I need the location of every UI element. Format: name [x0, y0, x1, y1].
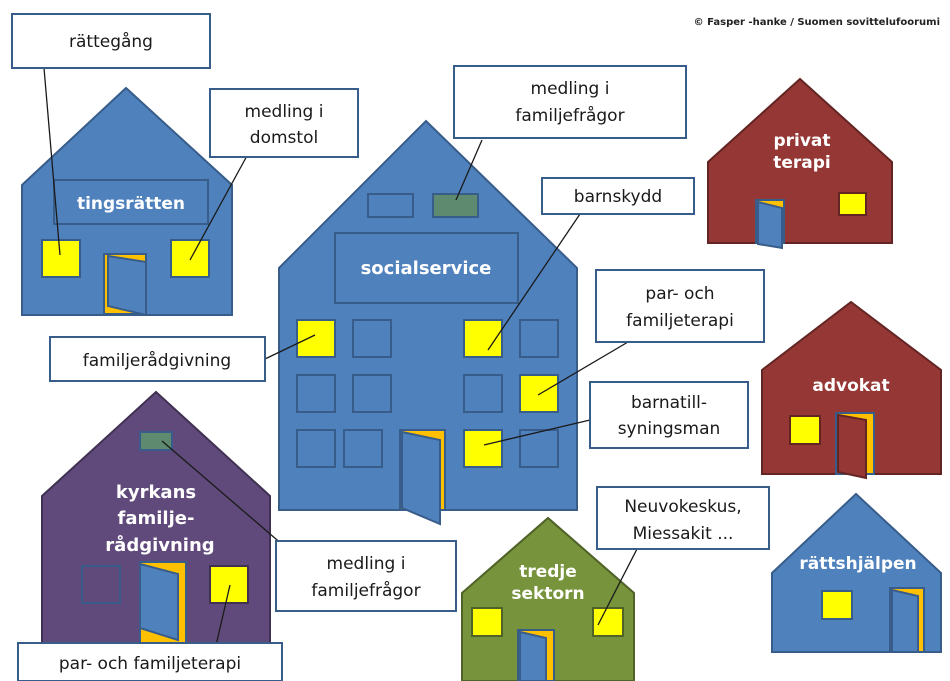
window-yellow	[296, 319, 336, 358]
callout-text: par- och	[645, 284, 714, 304]
house-rattshjalpen: rättshjälpen	[771, 492, 942, 653]
callout-box	[11, 13, 211, 69]
callout-box	[275, 540, 457, 612]
callout-text: domstol	[250, 128, 318, 148]
house-tingsratten-label: tingsrätten	[77, 194, 185, 214]
window-yellow	[821, 590, 853, 620]
callout-box	[17, 642, 283, 681]
window-blue	[463, 374, 503, 413]
house-tredje-sektorn-body	[461, 516, 635, 681]
callout-box	[541, 177, 695, 215]
window-green	[432, 193, 479, 218]
callout-barnskydd: barnskydd	[541, 177, 695, 215]
house-kyrkans-label-1: kyrkans	[116, 482, 196, 503]
door-open	[107, 254, 147, 317]
house-privat-terapi-label-1: privat	[773, 131, 830, 151]
window-blue	[519, 429, 559, 468]
callout-rattegang: rättegång	[11, 13, 211, 69]
callout-medling-familjefragor-top: medling i familjefrågor	[453, 65, 687, 139]
window-yellow	[170, 239, 210, 278]
door-open	[837, 413, 867, 480]
window-yellow	[463, 429, 503, 468]
connector-lines	[43, 67, 638, 655]
house-socialservice: socialservice	[278, 119, 578, 526]
callout-text: familjefrågor	[515, 105, 624, 126]
callout-text: barnatill-	[631, 393, 707, 413]
window-blue	[352, 374, 392, 413]
house-kyrkans-label-3: rådgivning	[105, 534, 214, 556]
house-advokat: advokat	[761, 300, 942, 480]
door-open	[519, 630, 547, 681]
window-blue	[296, 429, 336, 468]
callout-text: rättegång	[69, 31, 153, 52]
door-open	[139, 562, 179, 642]
connector-line	[483, 419, 591, 446]
callout-par-familjeterapi-bottom: par- och familjeterapi	[17, 642, 283, 681]
callout-neuvokeskus: Neuvokeskus, Miessakit ...	[596, 486, 770, 550]
connector-line	[161, 440, 299, 559]
window-yellow	[838, 192, 867, 216]
callout-text: medling i	[245, 102, 324, 122]
window-green	[139, 431, 173, 451]
house-advokat-label: advokat	[812, 376, 889, 396]
callout-box	[453, 65, 687, 139]
callout-text: par- och familjeterapi	[59, 654, 241, 674]
window-blue	[343, 429, 383, 468]
callout-par-familjeterapi-right: par- och familjeterapi	[595, 269, 765, 343]
callout-box	[595, 269, 765, 343]
callout-text: familjefrågor	[311, 580, 420, 601]
house-tingsratten: tingsrätten	[21, 86, 233, 317]
window-blue	[367, 193, 414, 218]
window-yellow	[209, 565, 249, 604]
house-socialservice-label: socialservice	[361, 258, 492, 279]
callout-text: barnskydd	[574, 187, 662, 207]
window-yellow	[41, 239, 81, 278]
house-socialservice-sign	[334, 232, 519, 304]
callout-barnatillsyningsman: barnatill- syningsman	[589, 381, 749, 449]
house-rattshjalpen-label: rättshjälpen	[799, 554, 916, 574]
house-tingsratten-sign	[53, 179, 209, 225]
callout-medling-familjefragor-bottom: medling i familjefrågor	[275, 540, 457, 612]
house-tredje-sektorn: tredje sektorn	[461, 516, 635, 681]
connector-line	[455, 139, 483, 201]
window-yellow	[789, 415, 821, 445]
callout-box	[49, 336, 266, 382]
house-privat-terapi-label-2: terapi	[773, 153, 831, 173]
callout-text: Neuvokeskus,	[624, 497, 741, 517]
connector-line	[597, 548, 638, 626]
window-blue	[296, 374, 336, 413]
door-open	[757, 200, 783, 250]
house-kyrkans-familjeradgivning: kyrkans familje- rådgivning	[41, 390, 271, 656]
callout-familjeradgivning: familjerådgivning	[49, 336, 266, 382]
house-tredje-sektorn-label-1: tredje	[519, 562, 577, 582]
door-open	[891, 588, 919, 653]
window-yellow	[471, 607, 503, 637]
callout-text: familjerådgivning	[83, 350, 231, 371]
connector-line	[537, 341, 629, 396]
callout-medling-domstol: medling i domstol	[209, 88, 359, 158]
callout-text: medling i	[327, 554, 406, 574]
connector-line	[189, 142, 255, 261]
callout-box	[209, 88, 359, 158]
window-yellow	[519, 374, 559, 413]
copyright-text: © Fasper -hanke / Suomen sovittelufoorum…	[694, 17, 940, 28]
window-blue	[519, 319, 559, 358]
connector-line	[487, 213, 581, 351]
callout-text: familjeterapi	[626, 311, 734, 331]
door-open	[401, 430, 441, 526]
callout-text: syningsman	[618, 419, 721, 439]
window-blue	[352, 319, 392, 358]
callout-text: medling i	[531, 79, 610, 99]
connector-line	[264, 334, 316, 360]
window-yellow	[592, 607, 624, 637]
callout-text: Miessakit ...	[633, 524, 734, 544]
connector-line	[43, 67, 61, 256]
callout-box	[596, 486, 770, 550]
callout-box	[589, 381, 749, 449]
house-privat-terapi: privat terapi	[707, 77, 893, 250]
house-tredje-sektorn-label-2: sektorn	[511, 584, 584, 604]
house-kyrkans-label-2: familje-	[118, 508, 195, 529]
window-purple	[81, 565, 121, 604]
